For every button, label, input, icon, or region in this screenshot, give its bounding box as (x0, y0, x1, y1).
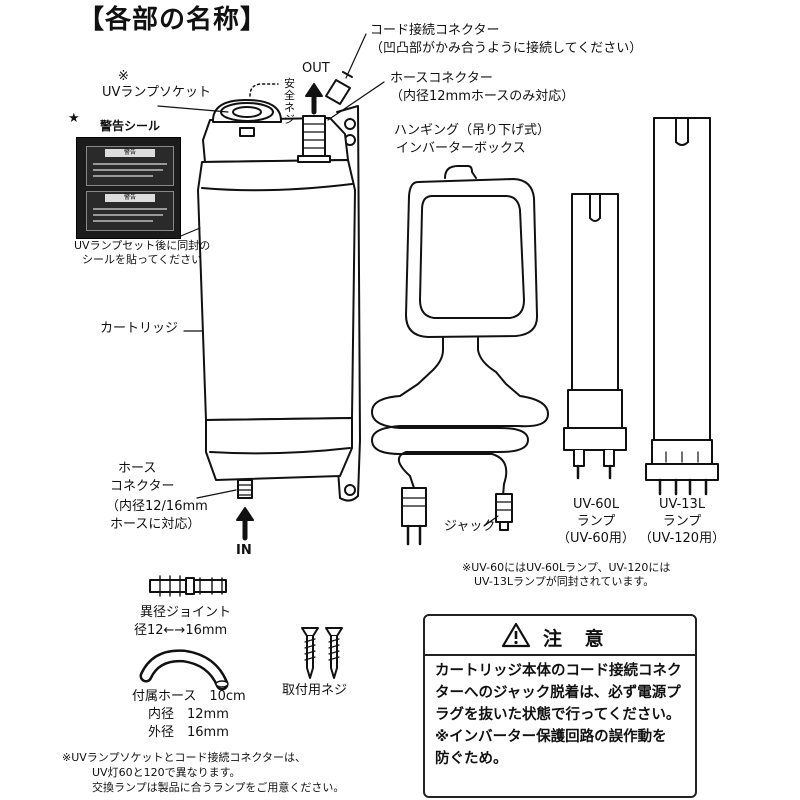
jack-label: ジャック (444, 519, 496, 534)
lamp60-name: UV-60L (572, 497, 620, 512)
warning-seal-row: 警告 (86, 191, 174, 231)
hose-bottom-line3: （内径12/16mm (106, 499, 208, 514)
screws-label: 取付用ネジ (282, 683, 348, 698)
leader-lines (157, 33, 385, 499)
warning-triangle-icon (501, 622, 531, 648)
lamp13-name: UV-13L (658, 497, 706, 512)
caution-line: ※インバーター保護回路の誤作動を (435, 729, 667, 745)
warning-seal-head: 警告 (105, 149, 155, 157)
lamp-note-line1: ※UV-60にはUV-60Lランプ、UV-120には (462, 561, 671, 574)
joint-label-line1: 異径ジョイント (140, 605, 232, 620)
seal-note-line2: シールを貼ってください (82, 253, 203, 266)
accessory-hose (139, 649, 229, 691)
joint-label-line2: 径12←→16mm (134, 623, 228, 638)
hose-acc-line2: 内径 12mm (148, 707, 229, 722)
caution-text: カートリッジ本体のコード接続コネク ターへのジャック脱着は、必ず電源プ ラグを抜… (435, 660, 691, 770)
warning-seal-label: 警告シール (100, 119, 161, 133)
lamp13-use: （UV-120用） (638, 531, 726, 546)
inverter-box (371, 165, 549, 546)
lamp-note-line2: UV-13Lランプが同封されています。 (474, 575, 655, 588)
lamp60-use: （UV-60用） (557, 531, 635, 546)
hose-bottom-line4: ホースに対応） (110, 517, 201, 532)
out-label: OUT (302, 61, 330, 76)
warning-star: ★ (68, 111, 80, 126)
caution-box: 注 意 カートリッジ本体のコード接続コネク ターへのジャック脱着は、必ず電源プ … (423, 614, 697, 798)
cartridge-label: カートリッジ (100, 321, 179, 336)
hanging-label-line1: ハンギング（吊り下げ式） (394, 123, 551, 138)
lamp60-type: ランプ (576, 514, 616, 529)
mounting-screws (301, 627, 343, 679)
warning-seal-head: 警告 (105, 194, 155, 202)
hose-connector-top-label: ホースコネクター (390, 71, 493, 86)
caution-header: 注 意 (425, 616, 695, 656)
warning-seal-row: 警告 (86, 146, 174, 186)
lamp-uv60l (563, 193, 627, 480)
hose-bottom-line1: ホース (118, 461, 157, 476)
footnote-line2: UV灯60と120で異なります。 (92, 766, 241, 779)
in-label: IN (236, 543, 252, 558)
caution-line: ターへのジャック脱着は、必ず電源プ (435, 685, 681, 701)
warning-seal-image: 警告 警告 (76, 137, 181, 239)
hose-bottom-line2: コネクター (110, 479, 175, 494)
reducer-joint (149, 575, 227, 597)
footnote-line3: 交換ランプは製品に合うランプをご用意ください。 (92, 781, 345, 794)
safety-screw-label: 安全ネジ (284, 77, 295, 126)
hanging-label-line2: インバーターボックス (396, 141, 526, 156)
caution-line: カートリッジ本体のコード接続コネク (435, 663, 682, 679)
lamp13-type: ランプ (662, 514, 702, 529)
footnote-line1: ※UVランプソケットとコード接続コネクターは、 (62, 751, 307, 764)
hose-acc-line1: 付属ホース 10cm (132, 689, 246, 704)
cord-connector-note: （凹凸部がかみ合うように接続してください） (370, 41, 643, 56)
seal-note-line1: UVランプセット後に同封の (74, 239, 211, 252)
cord-connector-label: コード接続コネクター (370, 23, 500, 38)
hose-acc-line3: 外径 16mm (148, 725, 229, 740)
uv-socket-mark: ※ (118, 69, 129, 84)
caution-title: 注 意 (543, 628, 612, 650)
caution-line: 防ぐため。 (435, 751, 508, 767)
lamp-uv13l (645, 117, 719, 496)
cartridge-unit (197, 71, 361, 541)
hose-connector-top-note: （内径12mmホースのみ対応） (390, 89, 575, 104)
uv-socket-label: UVランプソケット (102, 85, 212, 100)
page-title: 【各部の名称】 (78, 5, 268, 35)
caution-line: ラグを抜いた状態で行ってください。 (435, 707, 681, 723)
